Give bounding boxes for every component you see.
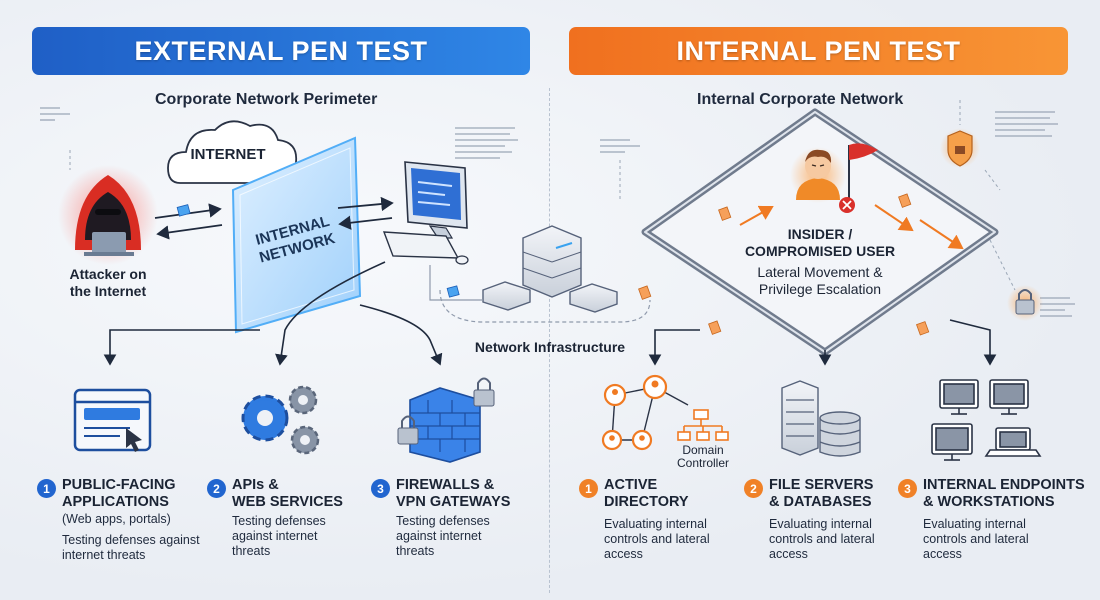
step-number-badge: 2 [744, 479, 763, 498]
external-subtitle: Corporate Network Perimeter [155, 91, 378, 108]
step-number-badge: 3 [898, 479, 917, 498]
step-title-line2: VPN GATEWAYS [396, 494, 511, 510]
domain-controller-line2: Controller [676, 456, 730, 470]
internal-workstations-icon [931, 379, 1042, 461]
step-description: Testing defenses against internet threat… [232, 514, 326, 558]
insider-description: Lateral Movement & Privilege Escalation [735, 264, 905, 298]
step-detail: (Web apps, portals) [62, 512, 171, 526]
step-number-badge: 1 [579, 479, 598, 498]
file-server-database-icon [781, 380, 861, 457]
internet-cloud-icon [167, 120, 298, 184]
internal-subtitle: Internal Corporate Network [697, 91, 904, 108]
insider-label-line1: INSIDER / [787, 226, 853, 242]
red-flag-icon [848, 143, 878, 200]
server-rack-icon [522, 225, 582, 298]
api-gears-icon [241, 385, 320, 455]
attacker-label-line2: the Internet [69, 283, 147, 299]
step-title-line2: & DATABASES [769, 494, 872, 510]
step-title-line1: INTERNAL ENDPOINTS [923, 477, 1085, 493]
padlock-orange-icon [1007, 285, 1043, 321]
step-title-line1: ACTIVE [604, 477, 658, 493]
external-step-firewalls-vpn-gateways: 3 FIREWALLS &VPN GATEWAYS Testing defens… [371, 477, 571, 559]
insider-user-icon [790, 147, 846, 203]
workstation-computer-icon [382, 161, 469, 265]
external-step-apis-web-services: 2 APIs &WEB SERVICES Testing defenses ag… [207, 477, 407, 559]
hooded-attacker-icon [58, 165, 158, 265]
internal-step-file-servers-databases: 2 FILE SERVERS& DATABASES Evaluating int… [744, 477, 944, 562]
step-title-line1: FILE SERVERS [769, 477, 874, 493]
step-title: INTERNAL ENDPOINTS& WORKSTATIONS [923, 477, 1098, 511]
internal-network-panel [231, 136, 362, 334]
insider-desc-line2: Privilege Escalation [758, 281, 882, 297]
internal-step-endpoints-workstations: 3 INTERNAL ENDPOINTS& WORKSTATIONS Evalu… [898, 477, 1098, 562]
step-title-line2: & WORKSTATIONS [923, 494, 1055, 510]
code-snippet-decor [40, 107, 1075, 317]
compromised-x-icon [839, 197, 855, 213]
step-description: Evaluating internal controls and lateral… [769, 517, 875, 561]
document-icons [638, 193, 930, 336]
step-description: Testing defenses against internet threat… [62, 533, 200, 562]
step-title: FILE SERVERS& DATABASES [769, 477, 944, 511]
attacker-label-line1: Attacker on [69, 266, 147, 282]
shield-lock-icon [940, 128, 980, 168]
internal-pen-test-banner: INTERNAL PEN TEST [569, 27, 1068, 75]
attacker-label: Attacker on the Internet [58, 266, 158, 300]
step-number-badge: 3 [371, 479, 390, 498]
web-application-icon [73, 388, 152, 452]
step-description: Evaluating internal controls and lateral… [923, 517, 1029, 561]
internet-label: INTERNET [190, 146, 266, 163]
step-description: Testing defenses against internet threat… [396, 514, 490, 558]
step-number-badge: 2 [207, 479, 226, 498]
firewall-vpn-icon [397, 377, 495, 463]
step-title-line2: APPLICATIONS [62, 494, 169, 510]
insider-label: INSIDER / COMPROMISED USER [735, 226, 905, 260]
step-description: Evaluating internal controls and lateral… [604, 517, 710, 561]
step-title: FIREWALLS &VPN GATEWAYS [396, 477, 571, 511]
internal-network-frame [641, 108, 999, 356]
step-title-line1: FIREWALLS & [396, 477, 495, 493]
domain-controller-label: Domain Controller [668, 444, 738, 470]
step-title: APIs &WEB SERVICES [232, 477, 407, 511]
step-title-line2: DIRECTORY [604, 494, 689, 510]
insider-label-line2: COMPROMISED USER [744, 243, 896, 259]
step-title-line1: APIs & [232, 477, 279, 493]
network-infrastructure-label: Network Infrastructure [474, 339, 626, 355]
step-title-line2: WEB SERVICES [232, 494, 343, 510]
section-divider [549, 88, 550, 593]
step-number-badge: 1 [37, 479, 56, 498]
active-directory-icon [601, 374, 729, 451]
step-title-line1: PUBLIC-FACING [62, 477, 176, 493]
network-switch-icons [482, 281, 618, 313]
domain-controller-line1: Domain [682, 443, 724, 457]
insider-desc-line1: Lateral Movement & [757, 264, 883, 280]
external-pen-test-banner: EXTERNAL PEN TEST [32, 27, 530, 75]
